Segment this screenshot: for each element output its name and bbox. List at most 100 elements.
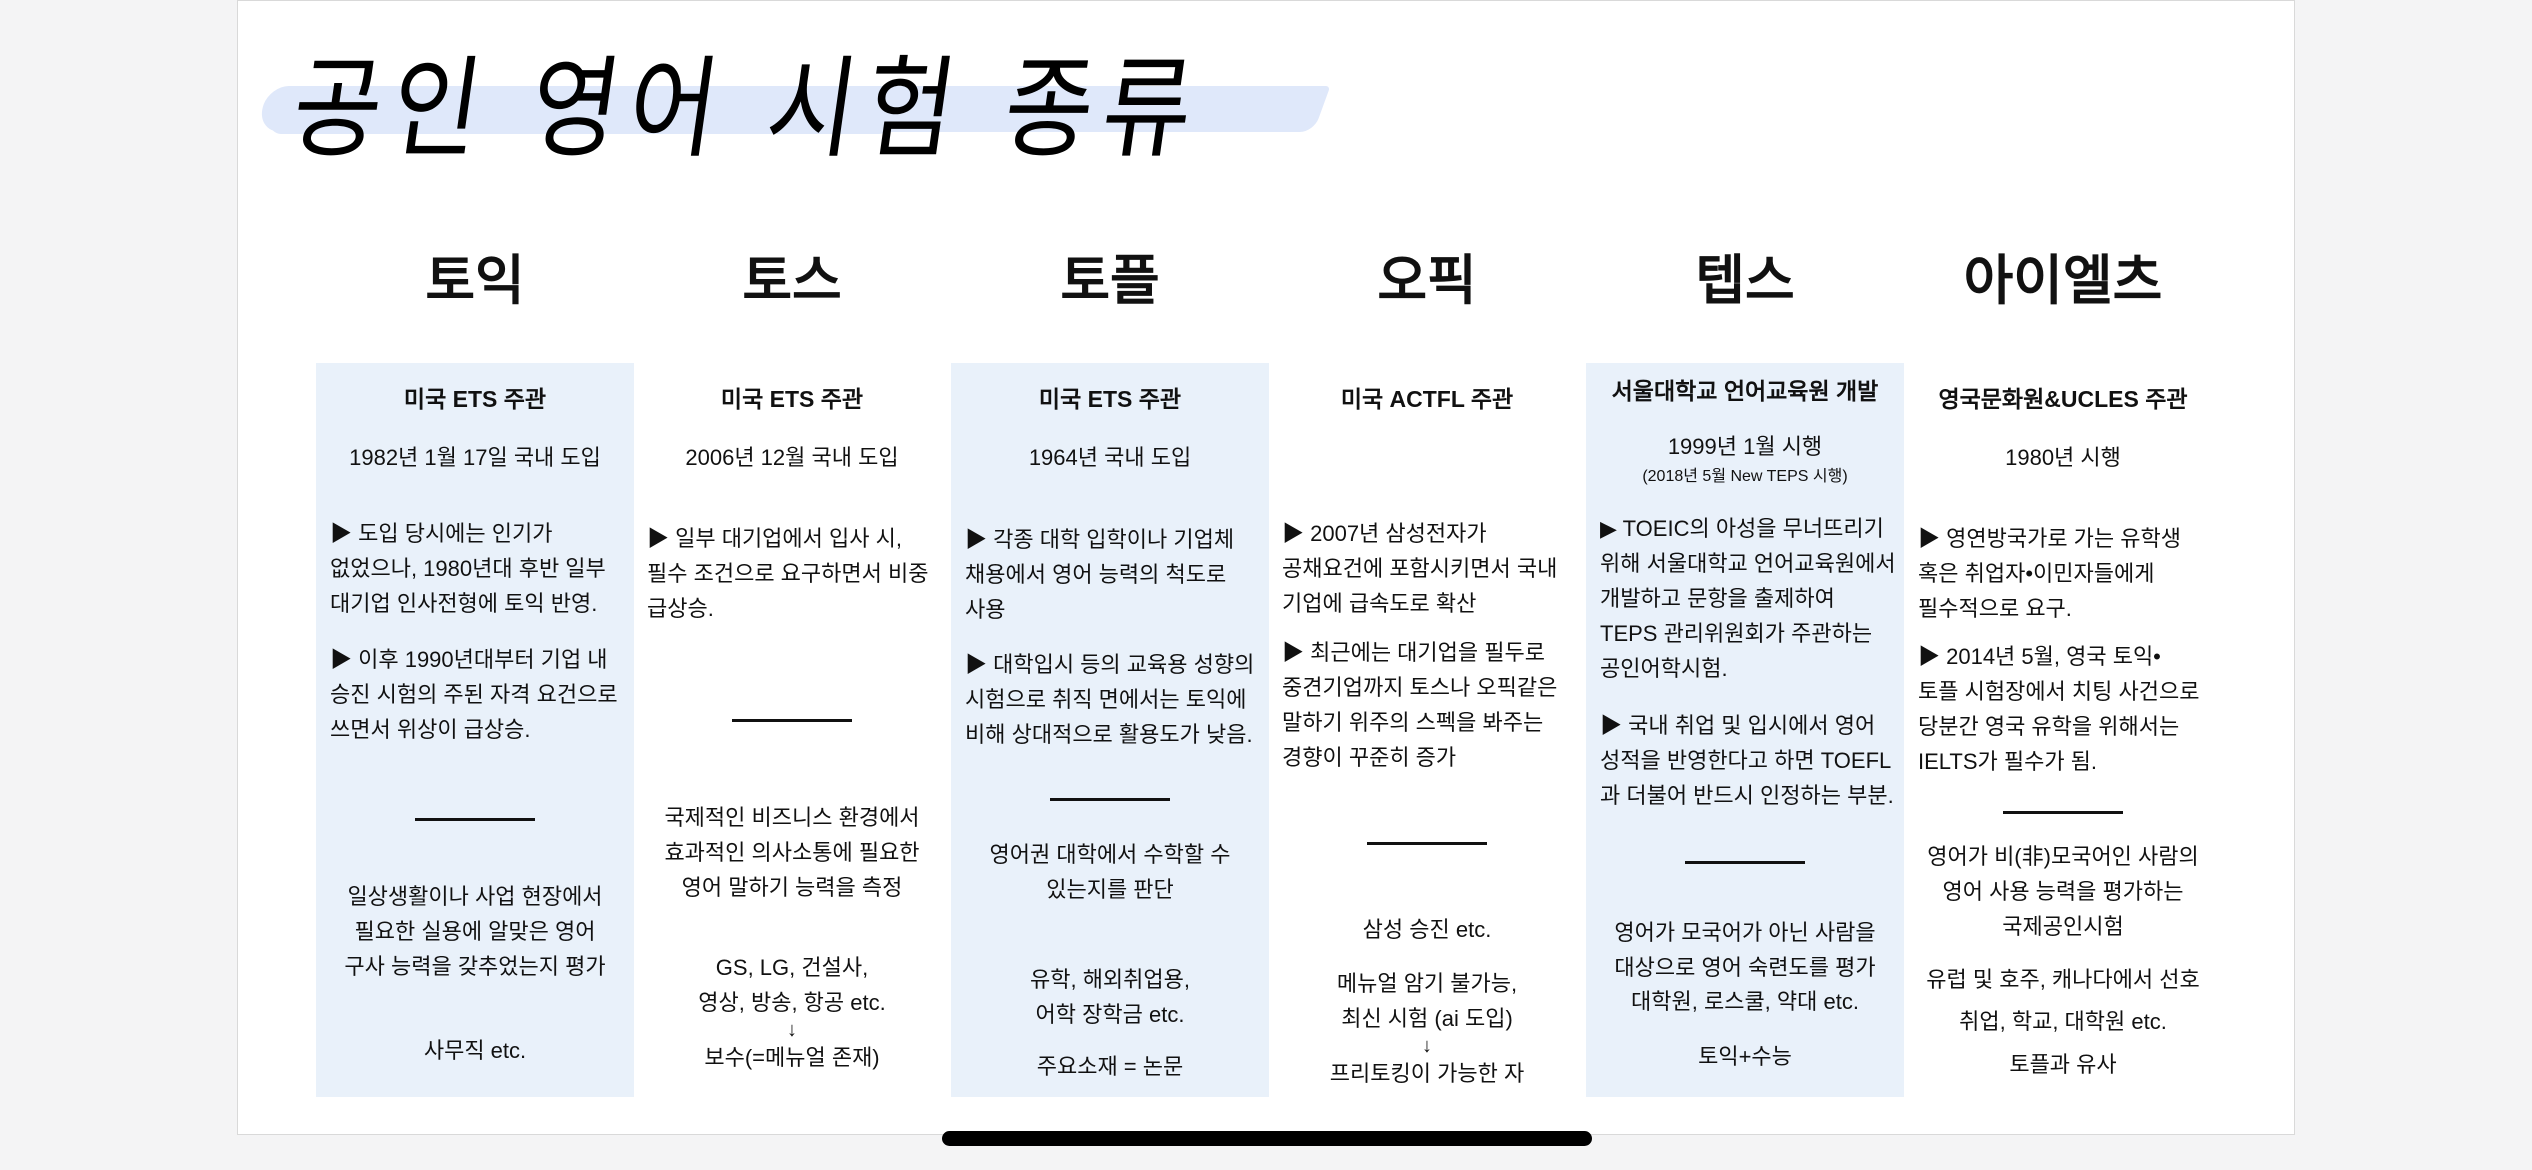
text-line: 영어권 대학에서 수학할 수 <box>989 842 1231 867</box>
text-line: 성적을 반영한다고 하면 TOEFL <box>1600 748 1892 773</box>
intro-date: 1982년 1월 17일 국내 도입 <box>349 445 601 470</box>
text-line: 영어 사용 능력을 평가하는 <box>1942 879 2184 904</box>
usage-note: 유학, 해외취업용, 어학 장학금 etc. <box>955 962 1265 1032</box>
text-line: ▶ 대학입시 등의 교육용 성향의 <box>965 652 1255 677</box>
text-line: 영어 말하기 능력을 측정 <box>681 875 903 900</box>
usage-note: 유럽 및 호주, 캐나다에서 선호 <box>1908 962 2218 997</box>
column-shade <box>1586 363 1904 1097</box>
text-line: 사용 <box>965 597 1006 622</box>
text-line: 대상으로 영어 숙련도를 평가 <box>1614 955 1876 980</box>
text-line: 토익+수능 <box>1698 1044 1792 1069</box>
exam-name: 오픽 <box>1377 251 1477 311</box>
text-line: 국제공인시험 <box>2002 914 2124 939</box>
divider <box>1050 798 1170 801</box>
home-indicator-bar[interactable] <box>942 1131 1592 1146</box>
text-line: 있는지를 판단 <box>1046 877 1174 902</box>
text-line: 개발하고 문항을 출제하여 <box>1600 586 1835 611</box>
column-shade <box>951 363 1269 1097</box>
text-line: 영어가 비(非)모국어인 사람의 <box>1927 844 2199 869</box>
organizer: 미국 ETS 주관 <box>1038 386 1182 412</box>
organizer: 영국문화원&UCLES 주관 <box>1938 386 2188 412</box>
text-line: 영상, 방송, 항공 etc. <box>698 990 886 1015</box>
intro-date: 1999년 1월 시행 <box>1667 434 1823 459</box>
text-line: 공채요건에 포함시키면서 국내 <box>1282 556 1558 581</box>
text-line: 대학원, 로스쿨, 약대 etc. <box>1631 989 1859 1014</box>
text-line: 취업, 학교, 대학원 etc. <box>1959 1009 2167 1034</box>
arrow-down-icon: ↓ <box>1422 1035 1432 1057</box>
text-line: 구사 능력을 갖추었는지 평가 <box>344 954 606 979</box>
text-line: 당분간 영국 유학을 위해서는 <box>1918 714 2180 739</box>
text-line: 공인어학시험. <box>1600 656 1728 681</box>
arrow-down-icon: ↓ <box>787 1019 797 1041</box>
column-shade <box>316 363 634 1097</box>
exam-name: 토플 <box>1060 251 1160 311</box>
text-line: 최신 시험 (ai 도입) <box>1341 1006 1513 1031</box>
text-line: 삼성 승진 etc. <box>1362 917 1492 942</box>
usage-note: 대학원, 로스쿨, 약대 etc. <box>1590 984 1900 1019</box>
text-line: 보수(=메뉴얼 존재) <box>704 1045 880 1070</box>
text-line: 어학 장학금 etc. <box>1035 1002 1185 1027</box>
text-line: 효과적인 의사소통에 필요한 <box>664 840 920 865</box>
text-line: 경향이 꾸준히 증가 <box>1282 745 1457 770</box>
organizer: 서울대학교 언어교육원 개발 <box>1611 378 1879 404</box>
text-line: 채용에서 영어 능력의 척도로 <box>965 562 1227 587</box>
text-line: 중견기업까지 토스나 오픽같은 <box>1282 675 1558 700</box>
text-line: 필요한 실용에 알맞은 영어 <box>354 919 596 944</box>
text-line: 필수 조건으로 요구하면서 비중 <box>647 561 929 586</box>
usage-note: 토익+수능 <box>1590 1039 1900 1074</box>
text-line: 필수적으로 요구. <box>1918 596 2072 621</box>
text-line: 유럽 및 호주, 캐나다에서 선호 <box>1926 967 2200 992</box>
text-line: 승진 시험의 주된 자격 요건으로 <box>330 682 618 707</box>
text-line: 영어가 모국어가 아닌 사람을 <box>1614 920 1876 945</box>
text-line: 비해 상대적으로 활용도가 낮음. <box>965 722 1253 747</box>
text-line: TEPS 관리위원회가 주관하는 <box>1600 621 1873 646</box>
text-line: 토플과 유사 <box>2009 1052 2117 1077</box>
text-line: 없었으나, 1980년대 후반 일부 <box>330 556 606 581</box>
exam-name: 아이엘츠 <box>1963 251 2163 311</box>
text-line: 유학, 해외취업용, <box>1029 967 1191 992</box>
text-line: ▶ 도입 당시에는 인기가 <box>330 521 553 546</box>
text-line: 과 더불어 반드시 인정하는 부분. <box>1600 783 1894 808</box>
text-line: ▶ 2007년 삼성전자가 <box>1282 521 1487 546</box>
title-brush-highlight <box>270 112 890 134</box>
divider <box>1367 842 1487 845</box>
text-line: 쓰면서 위상이 급상승. <box>330 717 531 742</box>
text-line: ▶ 영연방국가로 가는 유학생 <box>1918 526 2181 551</box>
organizer: 미국 ETS 주관 <box>720 386 864 412</box>
text-line: 프리토킹이 가능한 자 <box>1329 1061 1525 1086</box>
text-line: 국제적인 비즈니스 환경에서 <box>664 805 920 830</box>
text-line: 급상승. <box>647 596 714 621</box>
text-line: ▶ TOEIC의 아성을 무너뜨리기 <box>1600 516 1884 541</box>
usage-note: 주요소재 = 논문 <box>955 1049 1265 1084</box>
text-line: 기업에 급속도로 확산 <box>1282 591 1477 616</box>
intro-date-note: (2018년 5월 New TEPS 시행) <box>1642 468 1848 485</box>
intro-date: 1964년 국내 도입 <box>1028 445 1192 470</box>
text-line: 주요소재 = 논문 <box>1036 1054 1184 1079</box>
text-line: ▶ 최근에는 대기업을 필두로 <box>1282 640 1545 665</box>
text-line: IELTS가 필수가 됨. <box>1918 749 2098 774</box>
usage-note: 토플과 유사 <box>1908 1047 2218 1082</box>
text-line: ▶ 이후 1990년대부터 기업 내 <box>330 647 608 672</box>
intro-date: 2006년 12월 국내 도입 <box>685 445 899 470</box>
text-line: 일상생활이나 사업 현장에서 <box>347 884 603 909</box>
text-line: 토플 시험장에서 치팅 사건으로 <box>1918 679 2200 704</box>
